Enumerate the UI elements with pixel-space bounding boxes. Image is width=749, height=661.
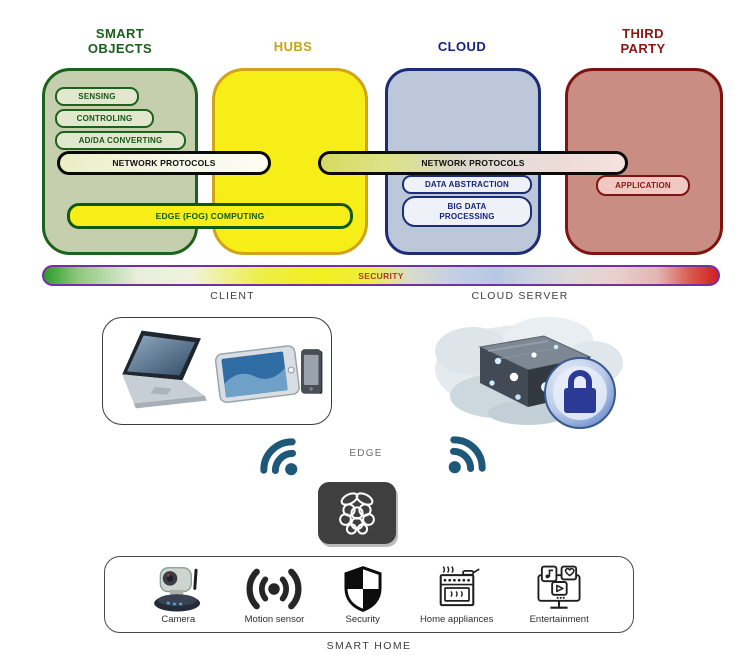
pill-application: APPLICATION bbox=[596, 175, 690, 196]
edge-label: EDGE bbox=[349, 448, 383, 459]
wifi-right-icon bbox=[448, 436, 486, 474]
smart-home-caption: SMART HOME bbox=[326, 640, 412, 652]
cloud-server-illustration bbox=[428, 301, 628, 433]
cloud-server-icon bbox=[435, 317, 623, 429]
entertainment-label: Entertainment bbox=[529, 614, 589, 625]
camera-icon bbox=[154, 567, 201, 612]
raspberry-pi-icon bbox=[339, 492, 375, 535]
header-smart-objects: SMART OBJECTS bbox=[87, 26, 153, 56]
client-devices-box bbox=[102, 317, 332, 425]
smart-home-item-entertainment: Entertainment bbox=[530, 564, 589, 625]
motion-sensor-icon bbox=[246, 568, 302, 610]
smart-home-item-motion-sensor: Motion sensor bbox=[243, 566, 305, 625]
pill-controling: CONTROLING bbox=[55, 109, 154, 128]
laptop-icon bbox=[122, 330, 207, 409]
client-devices-illustration bbox=[122, 330, 323, 409]
pill-data-abstraction: DATA ABSTRACTION bbox=[402, 175, 532, 194]
tablet-icon bbox=[214, 345, 300, 404]
home-appliances-label: Home appliances bbox=[419, 614, 494, 625]
security-label: Security bbox=[345, 614, 380, 625]
pill-adda-converting: AD/DA CONVERTING bbox=[55, 131, 186, 150]
header-hubs: HUBS bbox=[273, 39, 313, 54]
cloud-server-label: CLOUD SERVER bbox=[471, 290, 569, 302]
motion-sensor-label: Motion sensor bbox=[244, 614, 305, 625]
smartphone-icon bbox=[301, 349, 323, 394]
smart-home-item-camera: Camera bbox=[149, 566, 207, 625]
security-shield-icon bbox=[344, 566, 382, 612]
header-third-party: THIRD PARTY bbox=[620, 26, 666, 56]
lock-icon bbox=[544, 357, 616, 429]
security-bar: SECURITY bbox=[42, 265, 720, 286]
client-label: CLIENT bbox=[210, 290, 255, 302]
security-label: SECURITY bbox=[358, 270, 404, 281]
pill-edge-fog-computing: EDGE (FOG) COMPUTING bbox=[67, 203, 353, 229]
smart-home-item-security: Security bbox=[342, 566, 384, 625]
raspberry-pi-tile bbox=[318, 482, 396, 544]
camera-label: Camera bbox=[161, 614, 196, 625]
wifi-left-icon bbox=[260, 438, 298, 476]
pill-big-data-processing: BIG DATA PROCESSING bbox=[402, 196, 532, 227]
pill-sensing: SENSING bbox=[55, 87, 139, 106]
pill-network-protocols-right: NETWORK PROTOCOLS bbox=[318, 151, 628, 175]
entertainment-icon bbox=[537, 565, 581, 609]
smart-home-box: Camera Motion sensor bbox=[104, 556, 634, 633]
pill-network-protocols-left: NETWORK PROTOCOLS bbox=[57, 151, 271, 175]
home-appliances-icon bbox=[439, 566, 480, 607]
smart-home-item-home-appliances: Home appliances bbox=[420, 564, 493, 625]
header-cloud: CLOUD bbox=[437, 39, 487, 54]
